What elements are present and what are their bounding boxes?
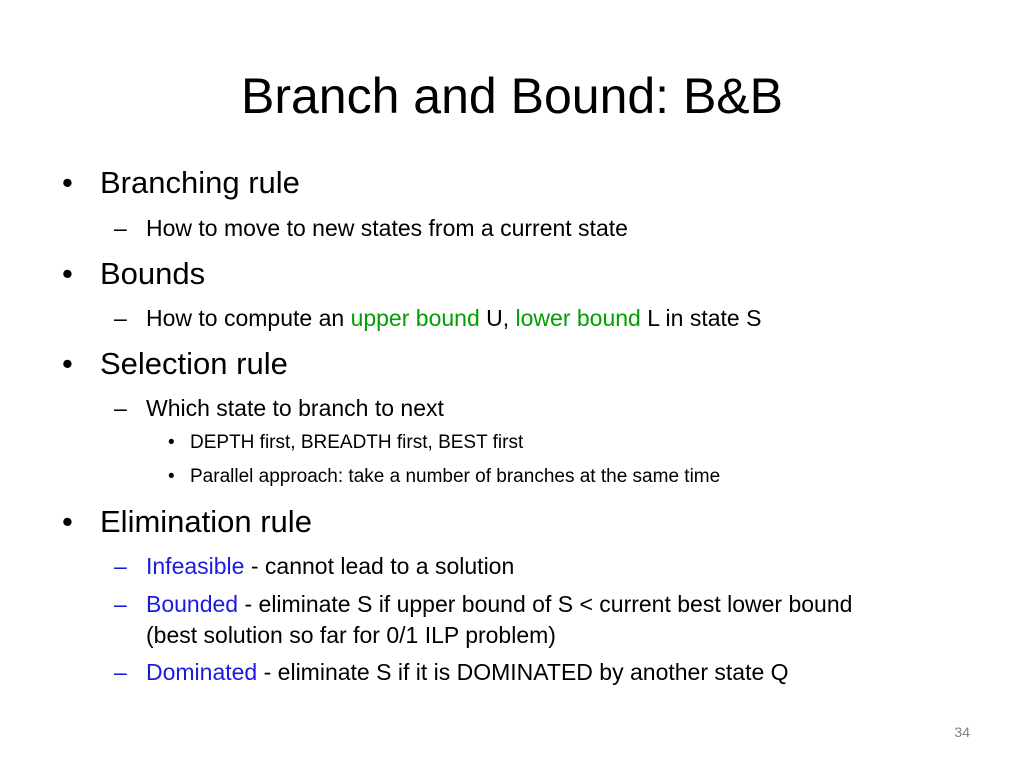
bullet-dot-icon: •: [168, 432, 175, 453]
dash-icon: –: [114, 553, 127, 579]
slide-page-number: 34: [954, 724, 970, 740]
sub-bullet-move-states: – How to move to new states from a curre…: [114, 213, 628, 243]
bounded-term: Bounded: [146, 591, 239, 617]
bullet-bounds: • Bounds: [62, 256, 206, 292]
bullet-dot-icon: •: [62, 346, 73, 381]
dash-icon: –: [114, 659, 127, 685]
sub-bullet-bounded-continuation: (best solution so far for 0/1 ILP proble…: [146, 620, 556, 650]
sub-bullet-prefix: How to compute an: [146, 305, 351, 331]
bullet-elimination-rule: • Elimination rule: [62, 504, 312, 540]
infeasible-term: Infeasible: [146, 553, 245, 579]
upper-bound-term: upper bound: [350, 305, 480, 331]
sub-sub-bullet-text: DEPTH first, BREADTH first, BEST first: [190, 432, 524, 453]
sub-bullet-suffix: L in state S: [640, 305, 762, 331]
bullet-dot-icon: •: [62, 504, 73, 539]
dominated-term: Dominated: [146, 659, 258, 685]
sub-bullet-compute-bounds: – How to compute an upper bound U, lower…: [114, 303, 762, 333]
sub-bullet-dominated: – Dominated - eliminate S if it is DOMIN…: [114, 657, 789, 687]
bullet-dot-icon: •: [168, 466, 175, 487]
sub-sub-bullet-parallel: • Parallel approach: take a number of br…: [168, 465, 721, 489]
slide-title: Branch and Bound: B&B: [240, 68, 784, 124]
sub-bullet-text: - eliminate S if it is DOMINATED by anot…: [257, 659, 789, 685]
sub-bullet-which-state: – Which state to branch to next: [114, 393, 444, 423]
bullet-text: Selection rule: [100, 346, 288, 381]
bullet-text: Branching rule: [100, 165, 300, 200]
dash-icon: –: [114, 305, 127, 331]
sub-bullet-text: - cannot lead to a solution: [244, 553, 515, 579]
sub-bullet-text: (best solution so far for 0/1 ILP proble…: [146, 622, 556, 648]
sub-sub-bullet-search-orders: • DEPTH first, BREADTH first, BEST first: [168, 431, 524, 455]
sub-bullet-text: - eliminate S if upper bound of S < curr…: [238, 591, 853, 617]
lower-bound-term: lower bound: [515, 305, 641, 331]
bullet-dot-icon: •: [62, 165, 73, 200]
sub-bullet-infeasible: – Infeasible - cannot lead to a solution: [114, 551, 515, 581]
sub-bullet-mid: U,: [479, 305, 516, 331]
dash-icon: –: [114, 591, 127, 617]
bullet-dot-icon: •: [62, 256, 73, 291]
dash-icon: –: [114, 215, 127, 241]
sub-sub-bullet-text: Parallel approach: take a number of bran…: [190, 466, 721, 487]
sub-bullet-text: How to move to new states from a current…: [146, 215, 628, 241]
dash-icon: –: [114, 395, 127, 421]
bullet-selection-rule: • Selection rule: [62, 346, 288, 382]
bullet-branching-rule: • Branching rule: [62, 165, 300, 201]
bullet-text: Elimination rule: [100, 504, 312, 539]
sub-bullet-text: Which state to branch to next: [146, 395, 444, 421]
bullet-text: Bounds: [100, 256, 206, 291]
sub-bullet-bounded: – Bounded - eliminate S if upper bound o…: [114, 589, 853, 619]
